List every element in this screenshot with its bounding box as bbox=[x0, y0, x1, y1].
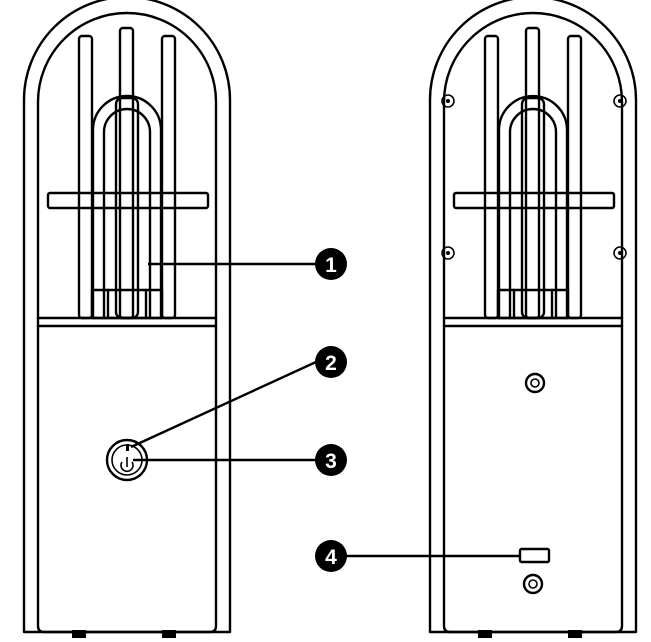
indicator-light bbox=[126, 444, 129, 451]
callout-4: 4 bbox=[315, 540, 347, 572]
back-base-screw bbox=[524, 372, 546, 394]
callout-badge bbox=[315, 540, 347, 572]
back-base-body bbox=[442, 316, 624, 634]
callout-1: 1 bbox=[315, 248, 347, 280]
callout-3: 3 bbox=[315, 444, 347, 476]
front-inner-arch bbox=[36, 11, 218, 320]
usb-charging-port bbox=[518, 547, 551, 564]
back-lamp-cage bbox=[452, 26, 616, 320]
front-lamp-cage bbox=[46, 26, 210, 320]
back-foot-left bbox=[478, 630, 492, 638]
callout-badge bbox=[315, 444, 347, 476]
front-outer-shell bbox=[22, 0, 232, 634]
leader-line-2 bbox=[130, 360, 317, 449]
callout-number: 1 bbox=[325, 254, 337, 277]
back-shell-screws bbox=[441, 94, 627, 260]
back-foot-right bbox=[568, 630, 582, 638]
callout-badge bbox=[315, 248, 347, 280]
front-foot-right bbox=[162, 630, 176, 638]
callout-badge bbox=[315, 346, 347, 378]
back-bottom-screw bbox=[522, 573, 544, 595]
front-foot-left bbox=[72, 630, 86, 638]
front-view bbox=[22, 0, 232, 638]
back-view bbox=[428, 0, 638, 638]
back-outer-shell bbox=[428, 0, 638, 634]
callout-number: 4 bbox=[325, 546, 337, 569]
callout-number: 3 bbox=[325, 450, 337, 473]
callout-2: 2 bbox=[315, 346, 347, 378]
callout-number: 2 bbox=[325, 352, 337, 375]
front-base-body bbox=[36, 316, 218, 634]
back-inner-arch bbox=[442, 11, 624, 320]
